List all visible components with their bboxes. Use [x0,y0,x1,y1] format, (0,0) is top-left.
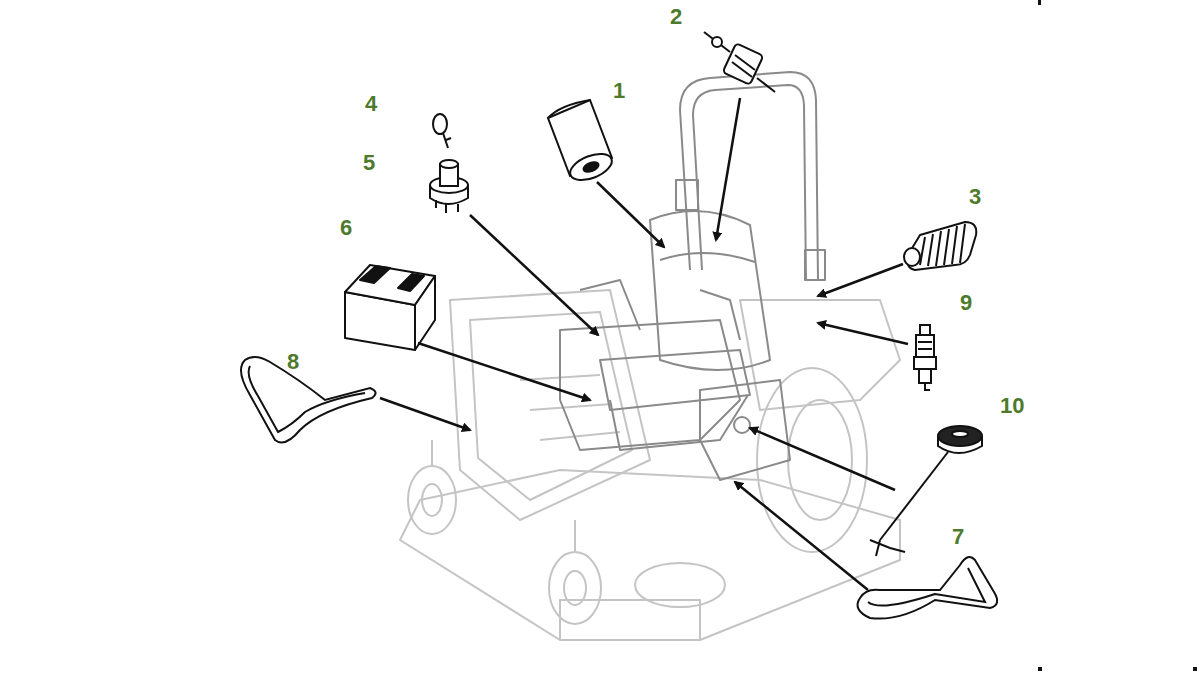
callout-number: 10 [1000,394,1024,418]
callout-number: 1 [613,79,625,103]
callout-number: 7 [952,525,964,549]
callout-number: 4 [365,92,377,116]
callout-number: 6 [340,216,352,240]
callout-number: 3 [969,185,981,209]
callout-number: 9 [960,291,972,315]
callout-number: 8 [287,350,299,374]
callout-number: 5 [363,151,375,175]
callout-number: 2 [670,5,682,29]
